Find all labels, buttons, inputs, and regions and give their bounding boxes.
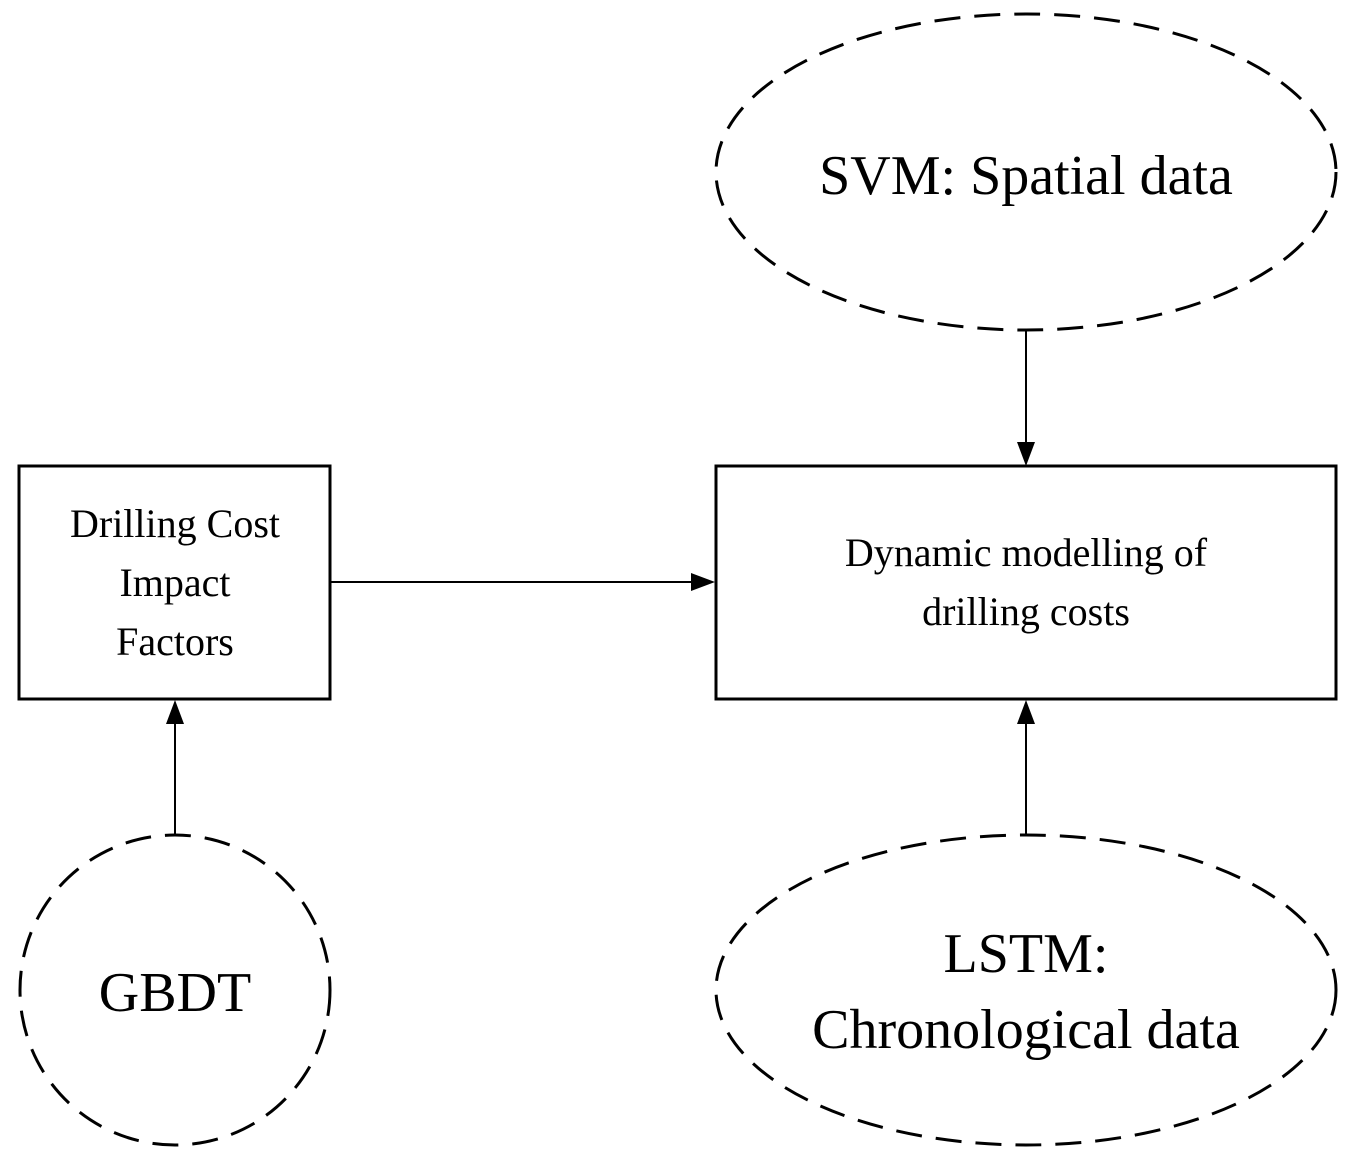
factors-label-line-1: Drilling Cost — [70, 501, 280, 546]
svm-ellipse — [714, 12, 1338, 332]
node-lstm: LSTM: Chronological data — [714, 833, 1338, 1147]
edge-lstm-to-dynamic-modelling — [1017, 700, 1035, 836]
lstm-label-line-2: Chronological data — [812, 999, 1240, 1061]
factors-label-line-2: Impact — [119, 560, 230, 605]
arrowhead — [691, 573, 715, 591]
arrowhead — [166, 700, 184, 724]
node-drilling-cost-impact-factors: Drilling Cost Impact Factors — [17, 464, 332, 701]
edge-svm-to-dynamic-modelling — [1017, 330, 1035, 466]
arrowhead — [1017, 442, 1035, 466]
node-gbdt: GBDT — [18, 833, 332, 1147]
dynamic-modelling-label-line-2: drilling costs — [922, 589, 1130, 634]
edge-factors-to-dynamic-modelling — [330, 573, 715, 591]
edge-gbdt-to-factors — [166, 700, 184, 836]
dynamic-modelling-box — [714, 464, 1338, 701]
node-svm: SVM: Spatial data — [714, 12, 1338, 332]
factors-box — [17, 464, 332, 701]
svm-label: SVM: Spatial data — [819, 145, 1233, 207]
arrowhead — [1017, 700, 1035, 724]
lstm-ellipse — [714, 833, 1338, 1147]
factors-label-line-3: Factors — [116, 619, 234, 664]
node-dynamic-modelling: Dynamic modelling of drilling costs — [714, 464, 1338, 701]
gbdt-label: GBDT — [99, 962, 251, 1024]
gbdt-ellipse — [18, 833, 332, 1147]
dynamic-modelling-label-line-1: Dynamic modelling of — [845, 530, 1208, 575]
lstm-label-line-1: LSTM: — [944, 923, 1109, 985]
